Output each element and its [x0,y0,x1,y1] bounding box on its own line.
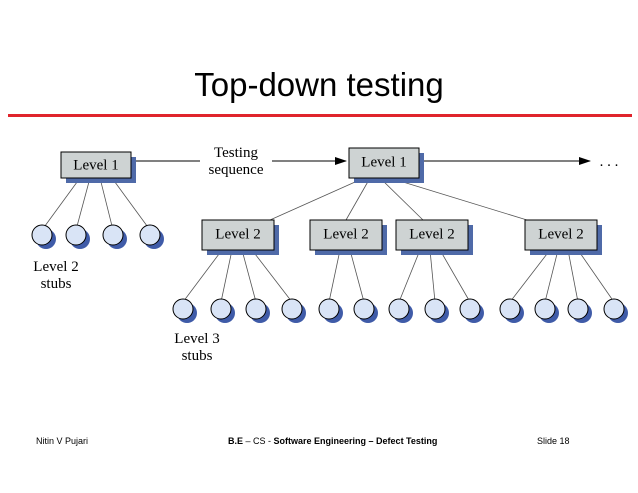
stub-circle [65,224,90,249]
footer-dept: – CS - [243,436,274,446]
connector-lines [41,177,615,303]
footer-degree: B.E [228,436,244,446]
level3-stubs [172,298,628,323]
footer-course: B.E – CS - Software Engineering – Defect… [228,436,437,446]
level2-stubs-label-line2: stubs [41,276,72,292]
stub-circle [245,298,270,323]
level1-box-right: Level 1 [348,147,424,183]
stub-circle [210,298,235,323]
footer-author: Nitin V Pujari [36,436,89,446]
level1-left-label: Level 1 [73,157,118,173]
level3-stubs-label-line2: stubs [182,348,213,364]
level3-stubs-label-line1: Level 3 [174,331,219,347]
stub-circle [459,298,484,323]
level2-box-3: Level 2 [395,219,473,255]
stub-circle [534,298,559,323]
level2-stubs-label-line1: Level 2 [33,259,78,275]
footer-course-name: Software Engineering – Defect Testing [273,436,438,446]
stub-circle [499,298,524,323]
level2-box-1: Level 2 [201,219,279,255]
level2-1-label: Level 2 [215,226,260,242]
stub-circle [388,298,413,323]
stub-circle [281,298,306,323]
level2-2-label: Level 2 [323,226,368,242]
stub-circle [603,298,628,323]
level2-stubs [31,224,164,249]
level1-box-left: Level 1 [60,151,136,183]
testing-sequence-label-line1: Testing [214,145,258,161]
stub-circle [424,298,449,323]
testing-sequence-label-line2: sequence [209,162,264,178]
stub-circle [102,224,127,249]
slide-title: Top-down testing [194,66,444,103]
title-divider [8,114,632,117]
stub-circle [353,298,378,323]
level2-3-label: Level 2 [409,226,454,242]
stub-circle [318,298,343,323]
continuation-ellipsis: . . . [600,154,619,170]
stub-circle [139,224,164,249]
level1-right-label: Level 1 [361,154,406,170]
footer-slide-number: Slide 18 [537,436,570,446]
stub-circle [31,224,56,249]
level2-box-4: Level 2 [524,219,602,255]
level2-box-2: Level 2 [309,219,387,255]
level2-4-label: Level 2 [538,226,583,242]
stub-circle [172,298,197,323]
stub-circle [567,298,592,323]
